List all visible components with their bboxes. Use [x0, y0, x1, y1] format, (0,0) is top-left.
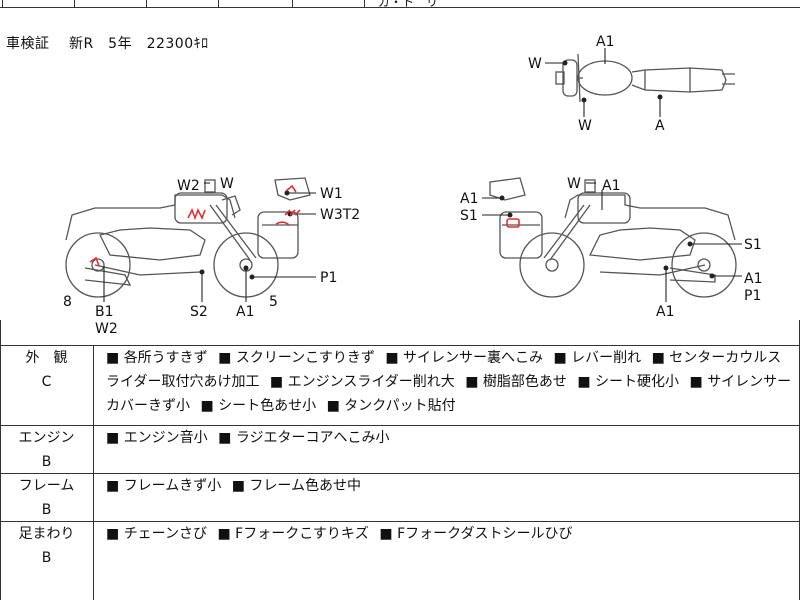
label-a1: A1 [744, 271, 762, 287]
top-cut-text: ガ・ト リ [378, 0, 439, 9]
label-a1: A1 [656, 304, 674, 320]
condition-item: 各所うすきず [106, 350, 208, 366]
left-side-motorcycle [65, 177, 311, 298]
damage-mark [284, 209, 301, 216]
section-frame-label: フレーム B [0, 474, 93, 522]
condition-item: Fフォークダストシールひび [379, 526, 572, 542]
condition-item: フレームきず小 [106, 478, 221, 494]
section-grade: C [41, 374, 52, 390]
label-a1: A1 [602, 178, 620, 194]
grid-row-divider [0, 473, 800, 474]
damage-mark [275, 221, 290, 226]
grid-row-divider [0, 425, 800, 426]
section-title: フレーム [18, 478, 75, 494]
section-exterior-items: 各所うすきず スクリーンこすりきず サイレンサー裏へこみ レバー削れ センターカ… [106, 346, 794, 418]
damage-mark [285, 184, 297, 193]
label-w: W [567, 176, 581, 192]
label-5: 5 [269, 294, 278, 310]
label-a1: A1 [460, 191, 478, 207]
label-s2: S2 [190, 304, 208, 320]
section-grade: B [41, 502, 52, 518]
top-divider [0, 7, 800, 8]
label-a: A [655, 118, 665, 134]
condition-item: シート硬化小 [577, 374, 679, 390]
section-title: エンジン [18, 430, 75, 446]
top-view-motorcycle [555, 53, 735, 103]
section-title: 外 観 [25, 350, 68, 366]
condition-item: サイレンサー裏へこみ [385, 350, 543, 366]
condition-item: フレーム色あせ中 [232, 478, 361, 494]
condition-item: チェーンさび [106, 526, 207, 542]
damage-mark [506, 218, 520, 228]
condition-item: 樹脂部色あせ [465, 374, 567, 390]
section-title: 足まわり [18, 526, 75, 542]
grid-row-divider [0, 345, 800, 346]
section-grade: B [41, 550, 52, 566]
condition-item: レバー削れ [553, 350, 641, 366]
label-a1: A1 [596, 34, 614, 50]
damage-diagram: A1 W W A W2 W W1 W3T2 P1 8 B1 W2 S2 A1 5… [63, 34, 762, 337]
condition-item: スクリーンこすりきず [218, 350, 375, 366]
label-b1: B1 [95, 304, 114, 320]
damage-mark [89, 256, 100, 267]
section-engine-items: エンジン音小 ラジエターコアへこみ小 [106, 426, 794, 450]
label-p1: P1 [744, 288, 761, 304]
section-frame-items: フレームきず小 フレーム色あせ中 [106, 474, 794, 498]
label-w: W [578, 118, 592, 134]
label-s1: S1 [744, 237, 762, 253]
label-p1: P1 [320, 270, 337, 286]
condition-item: タンクパット貼付 [327, 398, 456, 414]
condition-item: ラジエターコアへこみ小 [218, 430, 389, 446]
label-w1: W1 [320, 186, 343, 202]
label-8: 8 [63, 294, 72, 310]
registration-info: 車検証 新R 5年 22300ｷﾛ [6, 36, 209, 52]
section-suspension-items: チェーンさび Fフォークこすりキズ Fフォークダストシールひび [106, 522, 794, 546]
label-a1: A1 [236, 304, 254, 320]
damage-mark [187, 208, 206, 221]
condition-item: Fフォークこすりキズ [217, 526, 368, 542]
condition-item: エンジン音小 [106, 430, 208, 446]
label-w3t2: W3T2 [320, 207, 360, 223]
section-exterior-label: 外 観 C [0, 346, 93, 394]
section-grade: B [41, 454, 52, 470]
label-s1: S1 [460, 208, 478, 224]
top-table-strip [0, 0, 800, 8]
section-engine-label: エンジン B [0, 426, 93, 474]
condition-item: エンジンスライダー削れ大 [270, 374, 455, 390]
right-side-motorcycle [489, 177, 737, 298]
label-w: W [528, 56, 542, 72]
label-w2: W2 [177, 178, 200, 194]
label-w: W [220, 176, 234, 192]
section-suspension-label: 足まわり B [0, 522, 93, 570]
label-w2: W2 [95, 321, 118, 337]
grid-row-divider [0, 521, 800, 522]
condition-item: シート色あせ小 [200, 398, 316, 414]
grid-column-divider [93, 345, 94, 600]
grid-left-border [0, 320, 1, 600]
